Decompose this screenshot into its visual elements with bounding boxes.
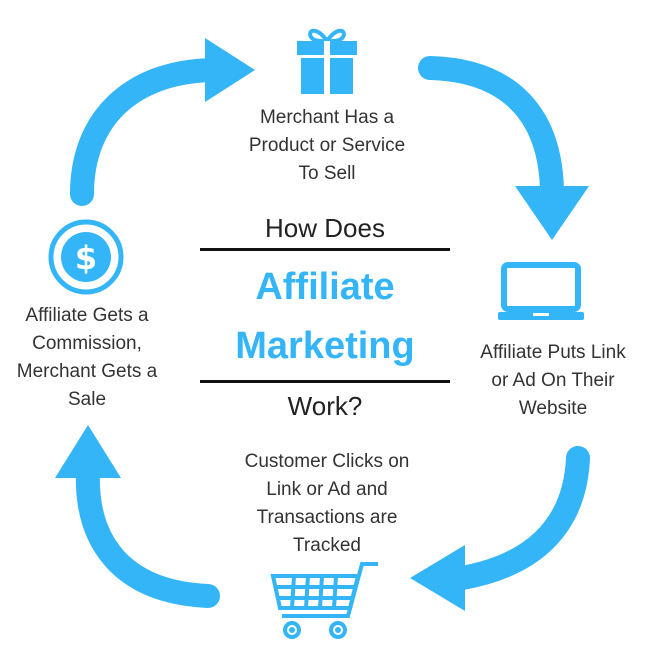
dollar-coin-icon: $ bbox=[48, 219, 124, 295]
step-customer-clicks-text: Customer Clicks on Link or Ad and Transa… bbox=[217, 448, 437, 560]
step-commission-line: Affiliate Gets a bbox=[25, 305, 149, 326]
step-affiliate-link-line: Website bbox=[518, 398, 588, 419]
title-bottom-rule bbox=[200, 380, 450, 383]
step-affiliate-link-line: or Ad On Their bbox=[491, 370, 615, 391]
step-merchant-line: To Sell bbox=[298, 163, 356, 184]
title-top-rule bbox=[200, 248, 450, 251]
arrowhead-bottom-right bbox=[410, 545, 465, 611]
title-work: Work? bbox=[287, 391, 363, 421]
step-customer-clicks-line: Link or Ad and bbox=[266, 479, 388, 500]
arrow-bottom-left bbox=[75, 458, 220, 608]
arrow-top-left bbox=[70, 58, 224, 206]
title-how-does: How Does bbox=[265, 213, 385, 243]
arrowhead-top-left bbox=[205, 38, 255, 102]
step-customer-clicks-line: Tracked bbox=[293, 535, 361, 556]
arrowhead-top-right bbox=[515, 186, 589, 240]
arrowhead-bottom-left bbox=[55, 425, 121, 478]
arrow-bottom-right bbox=[450, 446, 590, 590]
gift-icon bbox=[297, 28, 357, 94]
laptop-icon bbox=[498, 262, 584, 320]
step-affiliate-link-text: Affiliate Puts Link or Ad On Their Websi… bbox=[456, 339, 650, 423]
step-commission-text: Affiliate Gets a Commission, Merchant Ge… bbox=[0, 302, 174, 414]
title-marketing: Marketing bbox=[235, 325, 415, 367]
step-customer-clicks-line: Customer Clicks on bbox=[244, 451, 410, 472]
step-commission-line: Sale bbox=[67, 389, 107, 410]
step-commission-line: Commission, bbox=[32, 333, 142, 354]
step-commission-line: Merchant Gets a bbox=[16, 361, 158, 382]
step-merchant-text: Merchant Has a Product or Service To Sel… bbox=[222, 104, 432, 188]
step-customer-clicks-line: Transactions are bbox=[256, 507, 398, 528]
step-merchant-line: Merchant Has a bbox=[259, 107, 395, 128]
svg-text:$: $ bbox=[75, 239, 97, 277]
step-merchant-line: Product or Service bbox=[248, 135, 406, 156]
step-affiliate-link-line: Affiliate Puts Link bbox=[480, 342, 626, 363]
shopping-cart-icon bbox=[270, 562, 378, 639]
title-affiliate: Affiliate bbox=[255, 266, 395, 308]
arrow-top-right bbox=[418, 56, 564, 202]
